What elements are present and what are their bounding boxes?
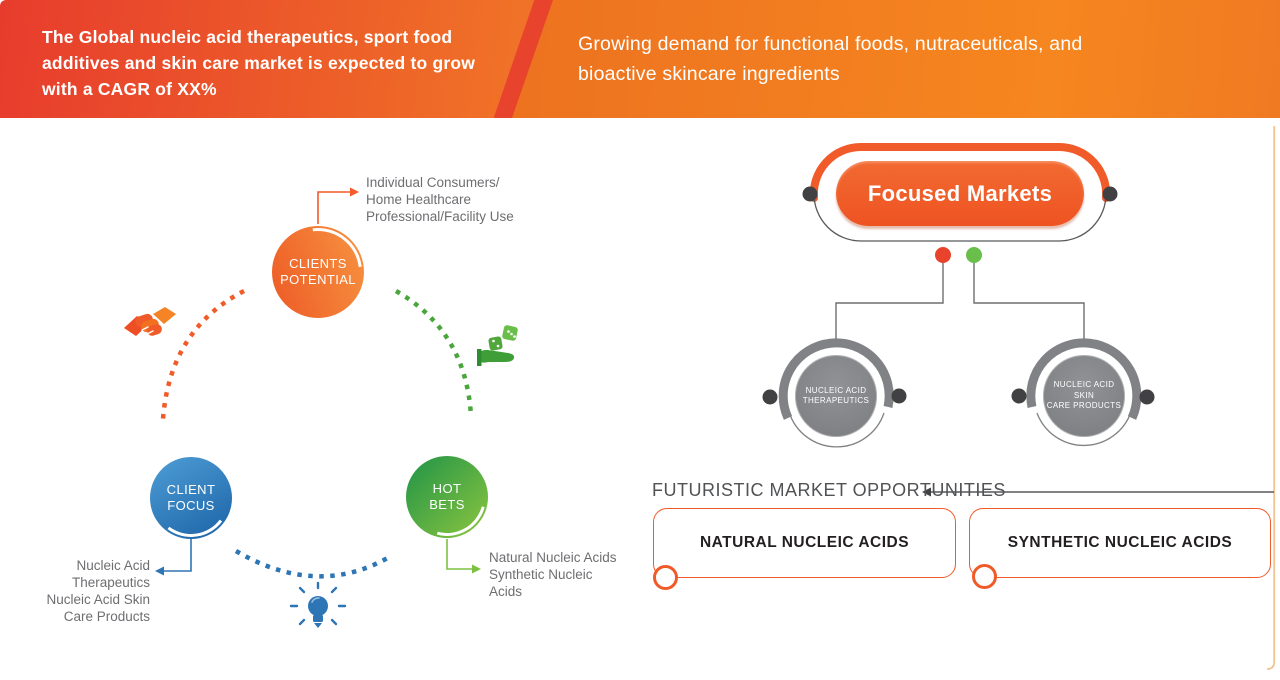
lightbulb-icon [289,581,347,628]
opportunities-heading: FUTURISTIC MARKET OPPORTUNITIES [652,480,1006,500]
market-circle-nucleic-acid-skin-care: NUCLEIC ACID SKIN CARE PRODUCTS [1043,355,1125,437]
opportunity-box-natural-corner-dot [653,565,678,590]
top-banner: Growing demand for functional foods, nut… [0,0,1280,118]
market-circle-2-ring [1011,338,1155,447]
branch-dot-green [966,247,982,263]
clients-potential-arrow [317,187,359,224]
hot-bets-arrow [446,539,481,574]
frame-right-border [1266,126,1276,670]
handshake-icon [124,307,176,336]
cycle-node-clients-potential: CLIENTS POTENTIAL [272,226,364,318]
market-circle-nucleic-acid-therapeutics: NUCLEIC ACID THERAPEUTICS [795,355,877,437]
connector-right [973,263,1085,342]
clients-potential-note: Individual Consumers/ Home Healthcare Pr… [366,175,514,224]
client-focus-arrow [155,539,192,576]
cycle-node-client-focus: CLIENT FOCUS [150,457,232,539]
opportunity-box-natural: NATURAL NUCLEIC ACIDS [653,508,956,578]
connector-left [835,263,944,342]
opportunity-box-synthetic-corner-dot [972,564,997,589]
cycle-node-hot-bets: HOT BETS [406,456,488,538]
branch-dot-red [935,247,951,263]
banner-right-panel: Growing demand for functional foods, nut… [512,0,1280,118]
hot-bets-note: Natural Nucleic Acids Synthetic Nucleic … [489,550,617,599]
dotted-arc-green [394,289,474,417]
opportunities-arrow [922,487,1274,497]
focused-markets-ring [802,142,1118,242]
focused-markets-pill: Focused Markets [836,161,1084,226]
opportunity-box-synthetic: SYNTHETIC NUCLEIC ACIDS [969,508,1271,578]
dotted-arc-blue [234,549,393,579]
banner-title: The Global nucleic acid therapeutics, sp… [42,27,476,99]
market-circle-1-ring [762,338,907,448]
dice-hand-icon [477,325,518,366]
banner-subtitle: Growing demand for functional foods, nut… [578,33,1083,85]
dotted-arc-orange [160,288,246,420]
client-focus-note: Nucleic Acid Therapeutics Nucleic Acid S… [46,558,150,624]
